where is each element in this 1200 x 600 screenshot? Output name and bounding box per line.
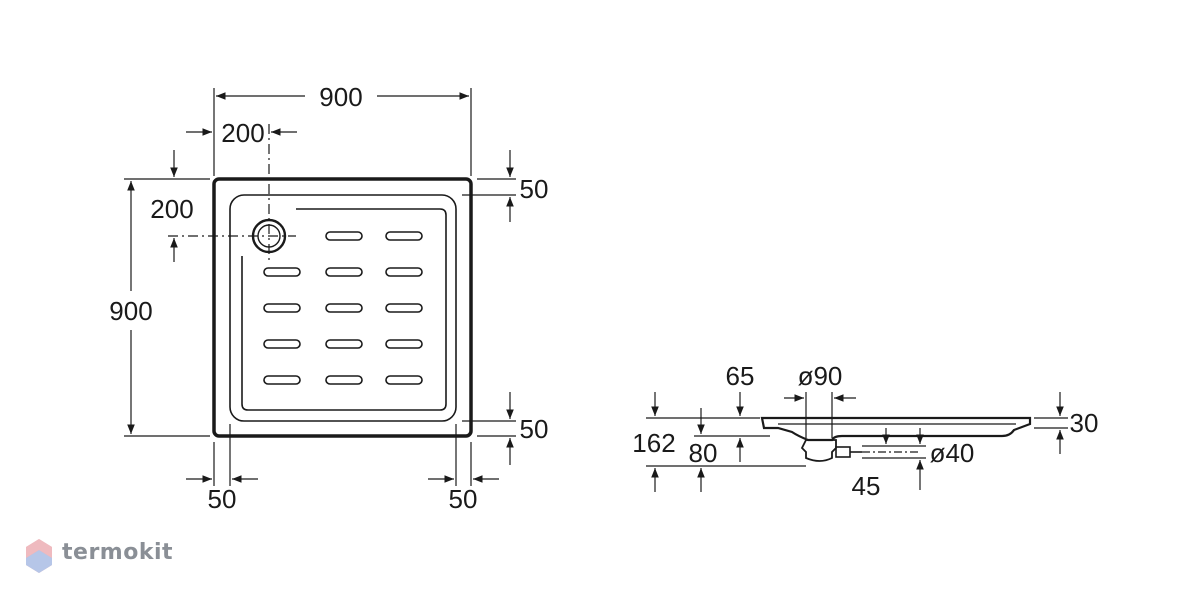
dim-65: 65 — [726, 361, 755, 391]
section-view: 162 80 65 ø90 ø40 45 30 — [632, 361, 1098, 501]
dim-30: 30 — [1070, 408, 1099, 438]
dim-rim-bottom-right-x: 50 — [449, 484, 478, 514]
watermark-brand: termokit — [62, 540, 174, 565]
dim-rim-bottom-right: 50 — [520, 414, 549, 444]
dim-rim-bottom-left: 50 — [208, 484, 237, 514]
tray-outline — [212, 177, 473, 438]
dim-rim-top-right: 50 — [520, 174, 549, 204]
dim-d40: ø40 — [930, 438, 975, 468]
drain-trap-icon — [800, 439, 862, 462]
dim-height-left: 900 — [109, 296, 152, 326]
anti-slip-slots — [263, 231, 423, 385]
dim-162: 162 — [632, 428, 675, 458]
dim-drain-x: 200 — [221, 118, 264, 148]
dim-width-top: 900 — [319, 82, 362, 112]
dim-drain-y: 200 — [150, 194, 193, 224]
dim-45: 45 — [852, 471, 881, 501]
dim-d90: ø90 — [798, 361, 843, 391]
tray-profile — [760, 416, 1032, 442]
plan-view: 900 200 200 900 50 50 50 — [109, 82, 548, 514]
tray-platform — [241, 208, 447, 411]
dim-80: 80 — [689, 438, 718, 468]
tray-basin — [229, 194, 457, 422]
hexagon-logo-icon — [26, 539, 52, 573]
